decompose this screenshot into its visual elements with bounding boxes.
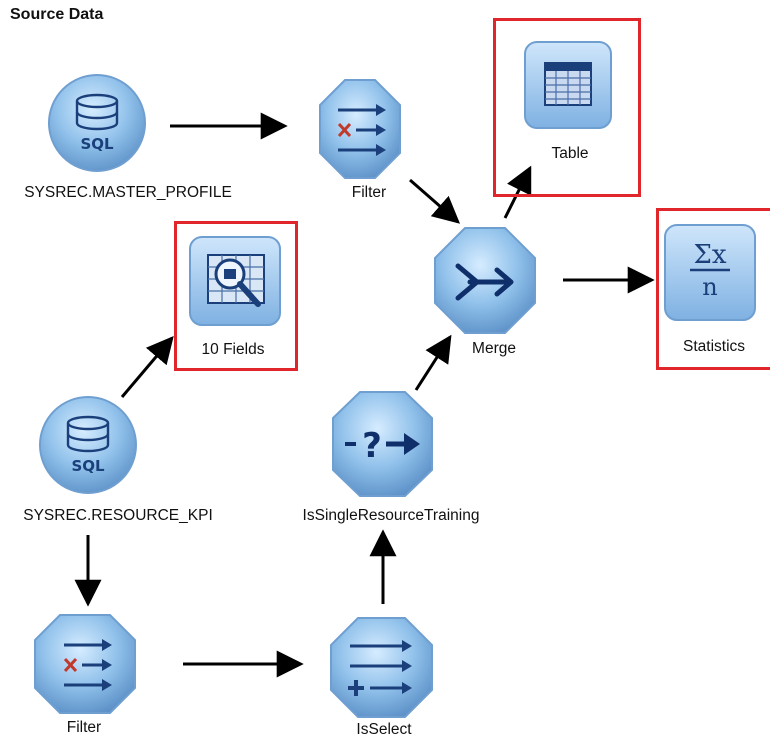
- filter-icon: [338, 104, 386, 156]
- statistics-highlight-box: [656, 208, 770, 370]
- derive-flag-icon: ?: [345, 426, 420, 466]
- filter-bottom-node[interactable]: [34, 614, 136, 714]
- table-node[interactable]: [524, 41, 612, 129]
- sql-resource-node[interactable]: SQL: [39, 396, 137, 494]
- table-label: Table: [551, 145, 589, 162]
- merge-icon: [455, 263, 514, 301]
- sql-master-label: SYSREC.MASTER_PROFILE: [24, 184, 232, 201]
- edge-resource-to-fields: [120, 335, 174, 398]
- edge-merge-to-table: [503, 165, 532, 219]
- merge-node[interactable]: [434, 227, 536, 334]
- sql-icon-text: SQL: [71, 457, 105, 475]
- sql-resource-label: SYSREC.RESOURCE_KPI: [23, 507, 213, 524]
- derive-icon: [348, 640, 412, 696]
- sql-icon-text: SQL: [80, 135, 114, 153]
- statistics-label: Statistics: [682, 338, 746, 355]
- svg-text:?: ?: [362, 426, 382, 466]
- database-icon: [75, 93, 119, 131]
- edge-issingle-to-merge: [414, 334, 452, 391]
- fields-label: 10 Fields: [201, 341, 265, 358]
- table-highlight-box: [493, 18, 641, 197]
- edge-filter-to-merge: [409, 178, 461, 224]
- filter-top-node[interactable]: [319, 79, 401, 179]
- diagram-title: Source Data: [10, 6, 104, 23]
- is-single-node[interactable]: ?: [332, 391, 433, 497]
- data-audit-icon: [207, 254, 265, 307]
- is-single-label: IsSingleResourceTraining: [302, 507, 480, 524]
- merge-label: Merge: [472, 340, 516, 357]
- filter-icon: [64, 639, 112, 691]
- svg-text:Σx: Σx: [693, 240, 726, 270]
- statistics-icon: Σx n: [690, 240, 730, 301]
- sql-master-node[interactable]: SQL: [48, 74, 146, 172]
- svg-text:n: n: [702, 273, 717, 301]
- is-select-label: IsSelect: [356, 721, 412, 738]
- filter-top-label: Filter: [351, 184, 387, 201]
- is-select-node[interactable]: [330, 617, 433, 718]
- fields-highlight-box: [174, 221, 298, 371]
- filter-bottom-label: Filter: [66, 719, 102, 736]
- fields-node[interactable]: [189, 236, 281, 326]
- statistics-node[interactable]: Σx n: [664, 224, 756, 321]
- database-icon: [66, 415, 110, 453]
- table-icon: [544, 62, 592, 106]
- filter-x-mark-icon: [337, 122, 352, 138]
- filter-x-mark-icon: [63, 657, 78, 673]
